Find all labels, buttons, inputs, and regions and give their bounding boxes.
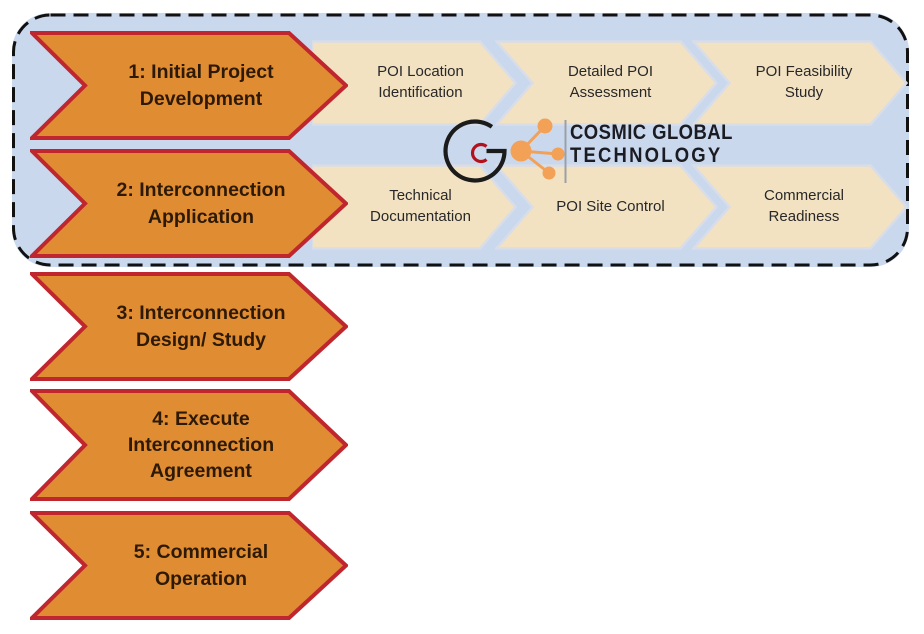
logo-wordmark: COSMIC GLOBAL TECHNOLOGY xyxy=(570,121,755,167)
logo xyxy=(440,110,740,202)
step-arrow-2: 2: Interconnection Application xyxy=(30,149,348,258)
logo-molecule-icon xyxy=(510,118,565,180)
step-arrow-4: 4: Execute Interconnection Agreement xyxy=(30,389,348,501)
logo-name-line1: COSMIC GLOBAL xyxy=(570,121,733,144)
logo-name-line2: TECHNOLOGY xyxy=(570,144,723,167)
step-arrow-1: 1: Initial Project Development xyxy=(30,31,348,140)
step-arrow-3: 3: Interconnection Design/ Study xyxy=(30,272,348,381)
logo-g-icon xyxy=(443,119,507,183)
step-arrow-5: 5: Commercial Operation xyxy=(30,511,348,620)
